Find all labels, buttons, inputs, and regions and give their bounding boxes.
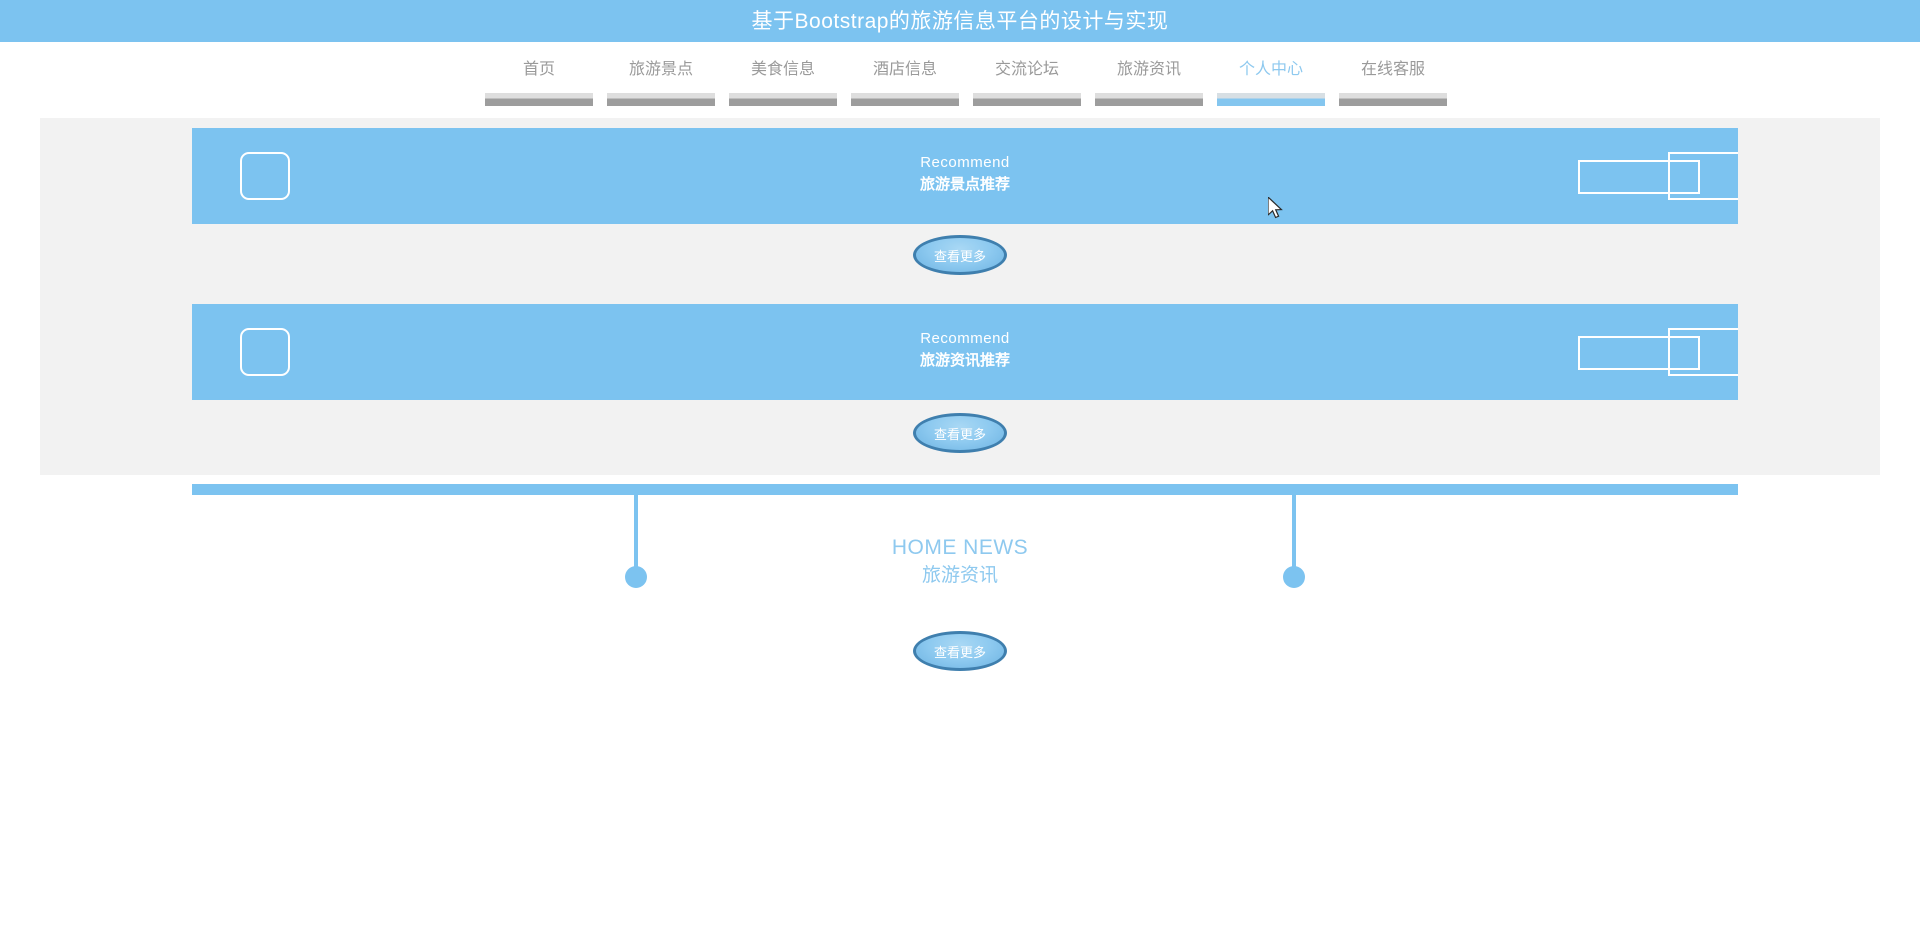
- nav-item-label: 旅游资讯: [1116, 61, 1181, 78]
- nav-item-label: 在线客服: [1360, 61, 1425, 78]
- nav-item-label: 酒店信息: [872, 61, 937, 78]
- nav-item-label: 首页: [522, 61, 555, 78]
- rectangle-outline-icon: [1668, 328, 1738, 376]
- nav-item-indicator: [851, 93, 959, 106]
- site-header: 基于Bootstrap的旅游信息平台的设计与实现: [0, 0, 1920, 42]
- rounded-square-placeholder-icon: [240, 328, 290, 376]
- nav-item-indicator: [1095, 93, 1203, 106]
- nav-item-food[interactable]: 美食信息: [722, 42, 844, 106]
- recommend-panel: Recommend 旅游景点推荐 查看更多 Recommend 旅游资讯推荐 查…: [40, 118, 1880, 475]
- nav-item-label: 旅游景点: [628, 61, 693, 78]
- recommend-banner-attractions[interactable]: Recommend 旅游景点推荐: [192, 128, 1738, 224]
- news-heading-cn: 旅游资讯: [921, 565, 998, 586]
- nav-item-label: 美食信息: [750, 61, 815, 78]
- nav-item-home[interactable]: 首页: [478, 42, 600, 106]
- news-heading-en: HOME NEWS: [891, 536, 1029, 559]
- nav-item-indicator: [607, 93, 715, 106]
- banner-heading: Recommend 旅游资讯推荐: [192, 328, 1738, 372]
- news-decoration-dot-left: [625, 566, 647, 588]
- news-heading: HOME NEWS 旅游资讯: [0, 533, 1920, 590]
- banner-heading-cn: 旅游资讯推荐: [919, 352, 1010, 369]
- nav-item-indicator: [485, 93, 593, 106]
- banner-heading-cn: 旅游景点推荐: [919, 176, 1010, 193]
- nav-item-indicator: [973, 93, 1081, 106]
- nav-item-indicator-active: [1217, 93, 1325, 106]
- nav-item-attractions[interactable]: 旅游景点: [600, 42, 722, 106]
- nav-item-label: 个人中心: [1238, 61, 1303, 78]
- recommend-banner-news[interactable]: Recommend 旅游资讯推荐: [192, 304, 1738, 400]
- nav-item-label: 交流论坛: [994, 61, 1059, 78]
- rounded-square-placeholder-icon: [240, 152, 290, 200]
- banner-heading-en: Recommend: [920, 330, 1010, 347]
- main-navigation: 首页 旅游景点 美食信息 酒店信息 交流论坛 旅游资讯 个人中心: [0, 42, 1920, 115]
- nav-item-news[interactable]: 旅游资讯: [1088, 42, 1210, 106]
- nav-item-online-service[interactable]: 在线客服: [1332, 42, 1454, 106]
- banner-heading-en: Recommend: [920, 154, 1010, 171]
- news-decoration-stem-left: [634, 495, 638, 573]
- rectangle-outline-icon: [1578, 336, 1700, 370]
- news-decoration-dot-right: [1283, 566, 1305, 588]
- view-more-button-news[interactable]: 查看更多: [913, 413, 1007, 453]
- nav-list: 首页 旅游景点 美食信息 酒店信息 交流论坛 旅游资讯 个人中心: [478, 42, 1454, 106]
- news-decoration-stem-right: [1292, 495, 1296, 573]
- nav-item-forum[interactable]: 交流论坛: [966, 42, 1088, 106]
- home-news-section: HOME NEWS 旅游资讯: [0, 484, 1920, 684]
- news-divider-bar: [192, 484, 1738, 495]
- nav-item-indicator: [729, 93, 837, 106]
- nav-item-indicator: [1339, 93, 1447, 106]
- rectangle-outline-icon: [1668, 152, 1738, 200]
- page-title: 基于Bootstrap的旅游信息平台的设计与实现: [751, 9, 1169, 33]
- nav-item-personal-center[interactable]: 个人中心: [1210, 42, 1332, 106]
- view-more-button-home-news[interactable]: 查看更多: [913, 631, 1007, 671]
- rectangle-outline-icon: [1578, 160, 1700, 194]
- banner-heading: Recommend 旅游景点推荐: [192, 152, 1738, 196]
- nav-item-hotels[interactable]: 酒店信息: [844, 42, 966, 106]
- view-more-button-attractions[interactable]: 查看更多: [913, 235, 1007, 275]
